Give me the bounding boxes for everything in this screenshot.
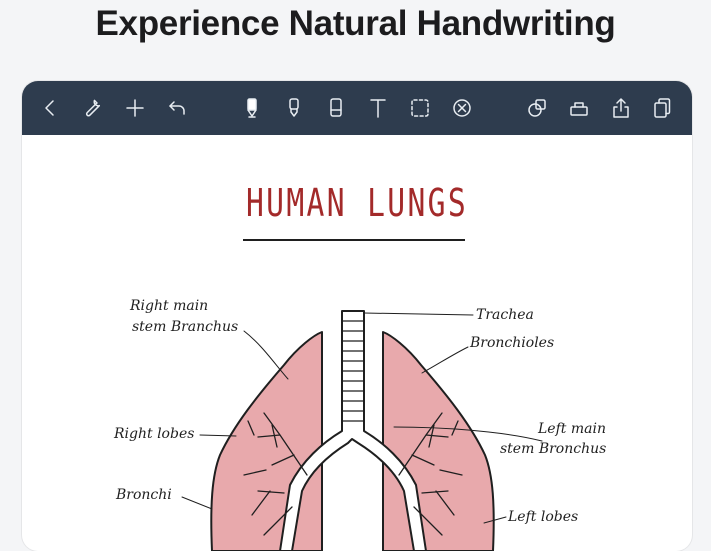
label-left-main-1: Left main	[538, 421, 606, 437]
headline: Experience Natural Handwriting	[95, 4, 616, 43]
lasso-select-icon	[411, 99, 429, 117]
label-right-lobes: Right lobes	[114, 426, 195, 442]
eraser-tool-button[interactable]	[323, 95, 349, 121]
label-right-main-1: Right main	[130, 298, 209, 314]
highlighter-tool-button[interactable]	[281, 95, 307, 121]
pen-tool-button[interactable]	[239, 95, 265, 121]
chevron-left-icon	[45, 100, 54, 116]
right-lung	[210, 331, 323, 551]
note-title: HUMAN LUNGS	[245, 181, 469, 225]
trachea	[279, 310, 427, 551]
pages-button[interactable]	[649, 95, 675, 121]
title-underline	[243, 239, 465, 241]
plus-icon	[126, 99, 144, 117]
app-window: HUMAN LUNGS	[22, 81, 692, 551]
pen-icon	[247, 98, 257, 118]
text-icon	[370, 99, 386, 118]
label-left-lobes: Left lobes	[508, 509, 579, 525]
left-lung	[382, 331, 495, 551]
back-button[interactable]	[37, 95, 63, 121]
note-canvas[interactable]: HUMAN LUNGS	[22, 135, 692, 551]
eraser-icon	[330, 98, 342, 117]
add-button[interactable]	[122, 95, 148, 121]
text-tool-button[interactable]	[365, 95, 391, 121]
label-left-main-2: stem Bronchus	[500, 441, 607, 457]
pages-icon	[654, 98, 671, 118]
wrench-icon	[85, 99, 101, 117]
lasso-tool-button[interactable]	[407, 95, 433, 121]
shapes-icon	[528, 99, 546, 117]
label-trachea: Trachea	[476, 307, 534, 323]
share-icon	[613, 98, 629, 118]
undo-icon	[169, 101, 185, 115]
tools-button[interactable]	[79, 95, 105, 121]
highlighter-icon	[289, 98, 299, 117]
lungs-drawing	[181, 310, 543, 551]
toolbox-icon	[570, 102, 588, 116]
label-right-main-2: stem Branchus	[132, 319, 239, 335]
shape-tool-button[interactable]	[449, 95, 475, 121]
toolbox-button[interactable]	[566, 95, 592, 121]
shape-cancel-icon	[453, 99, 471, 117]
label-bronchioles: Bronchioles	[470, 335, 555, 351]
shapes-button[interactable]	[524, 95, 550, 121]
share-button[interactable]	[608, 95, 634, 121]
undo-button[interactable]	[164, 95, 190, 121]
label-bronchi: Bronchi	[116, 487, 172, 503]
toolbar	[22, 81, 692, 135]
